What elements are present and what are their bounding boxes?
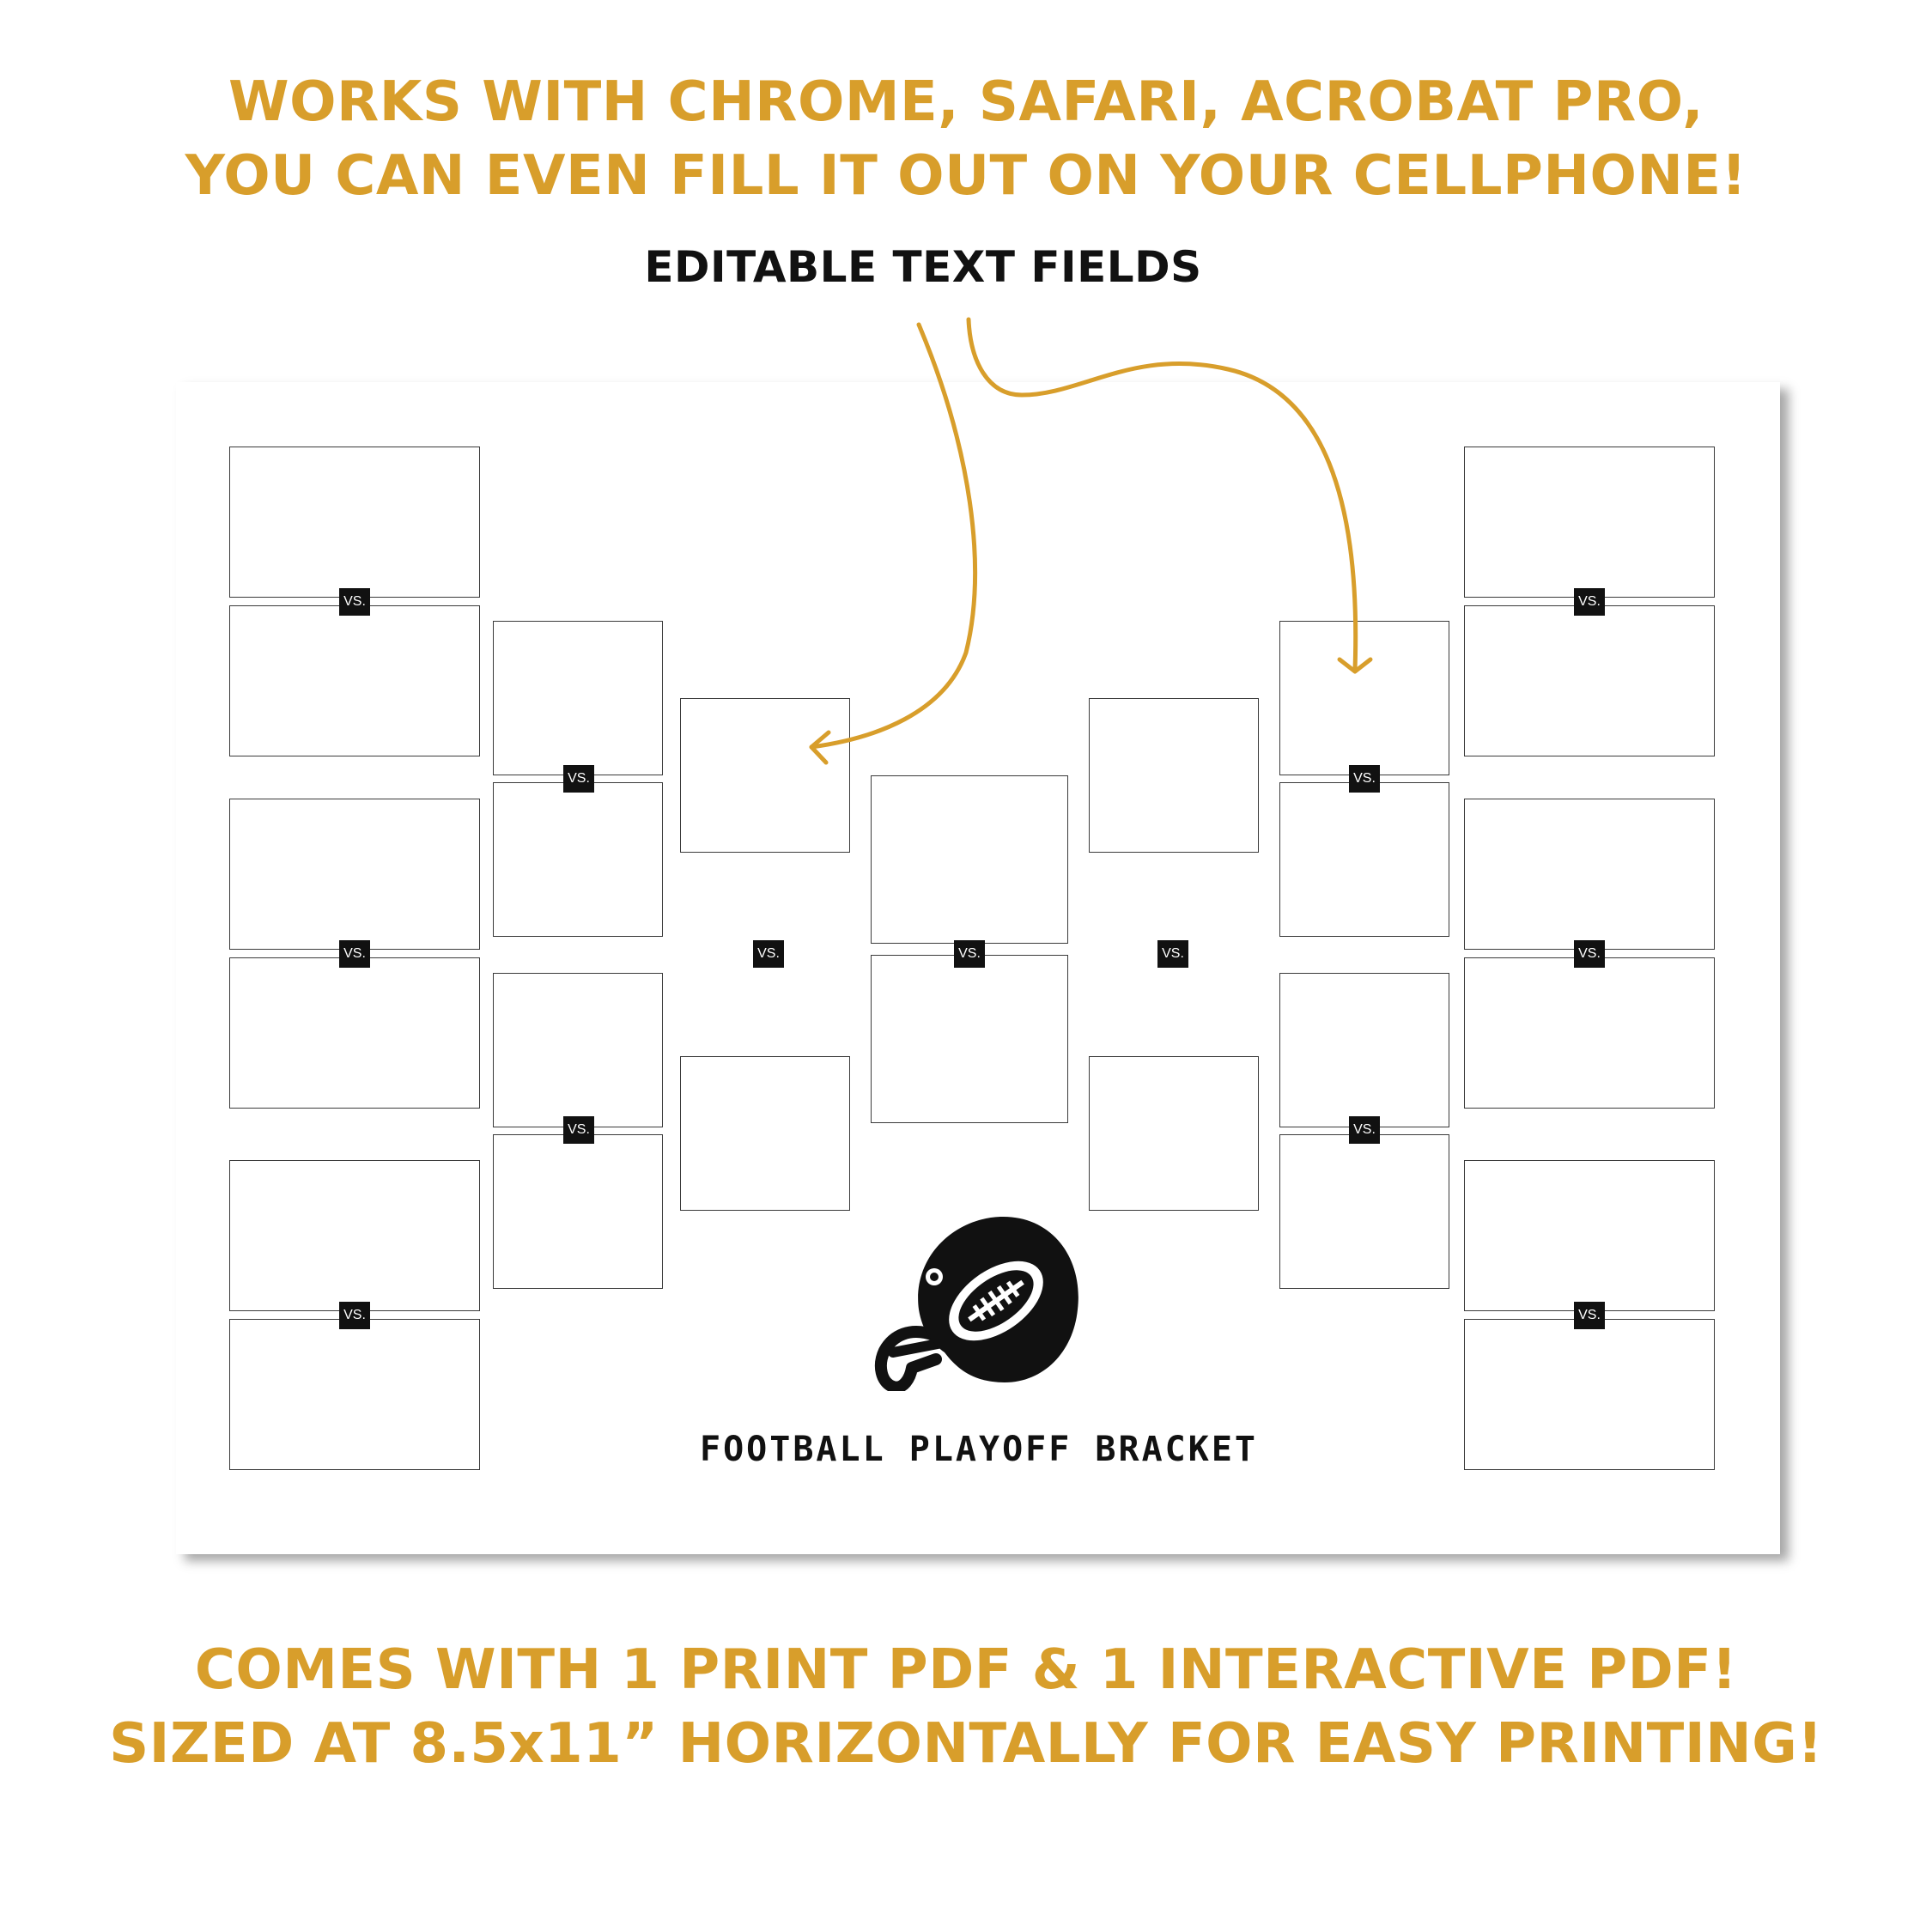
bottom-headline-line-2: SIZED AT 8.5x11” HORIZONTALLY FOR EASY P… <box>109 1712 1823 1776</box>
team-field-right-r2-4[interactable] <box>1279 1134 1449 1289</box>
vs-badge: VS. <box>1349 1116 1380 1144</box>
team-field-left-r1-4[interactable] <box>229 957 480 1109</box>
team-field-left-r3-2[interactable] <box>680 1056 850 1211</box>
team-field-right-r2-3[interactable] <box>1279 973 1449 1127</box>
team-field-final-1[interactable] <box>871 775 1068 944</box>
vs-badge: VS. <box>563 1116 594 1144</box>
vs-badge: VS. <box>339 588 370 616</box>
editable-fields-callout: EDITABLE TEXT FIELDS <box>644 242 1202 292</box>
bracket-title: FOOTBALL PLAYOFF BRACKET <box>700 1430 1258 1469</box>
team-field-left-r1-2[interactable] <box>229 605 480 756</box>
vs-badge: VS. <box>753 940 784 968</box>
team-field-right-r1-1[interactable] <box>1464 447 1715 598</box>
top-headline-line-2: YOU CAN EVEN FILL IT OUT ON YOUR CELLPHO… <box>185 144 1747 208</box>
team-field-left-r3-1[interactable] <box>680 698 850 853</box>
team-field-left-r1-6[interactable] <box>229 1319 480 1470</box>
football-helmet-icon <box>874 1216 1078 1391</box>
team-field-right-r1-4[interactable] <box>1464 957 1715 1109</box>
vs-badge: VS. <box>1574 940 1605 968</box>
team-field-left-r2-1[interactable] <box>493 621 663 775</box>
top-headline: WORKS WITH CHROME, SAFARI, ACROBAT PRO, … <box>0 65 1932 213</box>
team-field-right-r2-2[interactable] <box>1279 782 1449 937</box>
bottom-headline: COMES WITH 1 PRINT PDF & 1 INTERACTIVE P… <box>0 1633 1932 1781</box>
team-field-left-r2-2[interactable] <box>493 782 663 937</box>
team-field-right-r3-2[interactable] <box>1089 1056 1259 1211</box>
vs-badge: VS. <box>954 940 985 968</box>
bottom-headline-line-1: COMES WITH 1 PRINT PDF & 1 INTERACTIVE P… <box>194 1638 1738 1702</box>
team-field-right-r1-6[interactable] <box>1464 1319 1715 1470</box>
vs-badge: VS. <box>1349 765 1380 793</box>
vs-badge: VS. <box>1157 940 1188 968</box>
team-field-right-r1-3[interactable] <box>1464 799 1715 950</box>
bracket-sheet: VS. VS. VS. VS. VS. VS. VS. VS. VS. VS. … <box>176 382 1780 1554</box>
team-field-left-r1-5[interactable] <box>229 1160 480 1311</box>
team-field-right-r3-1[interactable] <box>1089 698 1259 853</box>
vs-badge: VS. <box>1574 1302 1605 1329</box>
team-field-right-r1-2[interactable] <box>1464 605 1715 756</box>
team-field-left-r2-3[interactable] <box>493 973 663 1127</box>
team-field-left-r1-1[interactable] <box>229 447 480 598</box>
team-field-final-2[interactable] <box>871 955 1068 1123</box>
vs-badge: VS. <box>339 940 370 968</box>
top-headline-line-1: WORKS WITH CHROME, SAFARI, ACROBAT PRO, <box>228 70 1704 134</box>
vs-badge: VS. <box>563 765 594 793</box>
vs-badge: VS. <box>339 1302 370 1329</box>
team-field-left-r1-3[interactable] <box>229 799 480 950</box>
team-field-left-r2-4[interactable] <box>493 1134 663 1289</box>
team-field-right-r2-1[interactable] <box>1279 621 1449 775</box>
vs-badge: VS. <box>1574 588 1605 616</box>
team-field-right-r1-5[interactable] <box>1464 1160 1715 1311</box>
